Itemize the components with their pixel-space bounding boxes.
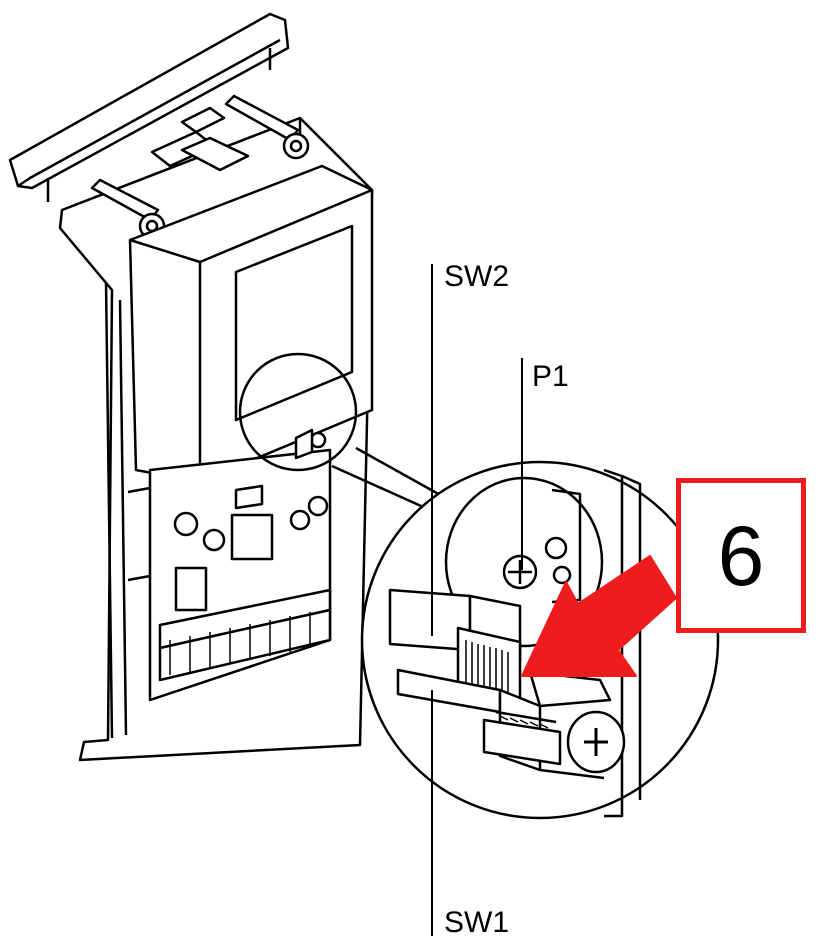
step-number: 6: [717, 508, 765, 603]
detail-circle-small: [238, 352, 358, 472]
unit-lid: [8, 12, 290, 202]
zoom-connector-line: [355, 446, 443, 498]
p1-label: P1: [532, 360, 569, 393]
sw1-label: SW1: [444, 906, 510, 939]
zoom-connector-line: [331, 464, 431, 512]
unit-housing: [128, 136, 374, 484]
step-number-badge: 6: [676, 478, 806, 633]
circuit-board: [127, 448, 332, 702]
sw2-label: SW2: [444, 260, 510, 293]
red-pointer-arrow: [521, 555, 677, 677]
